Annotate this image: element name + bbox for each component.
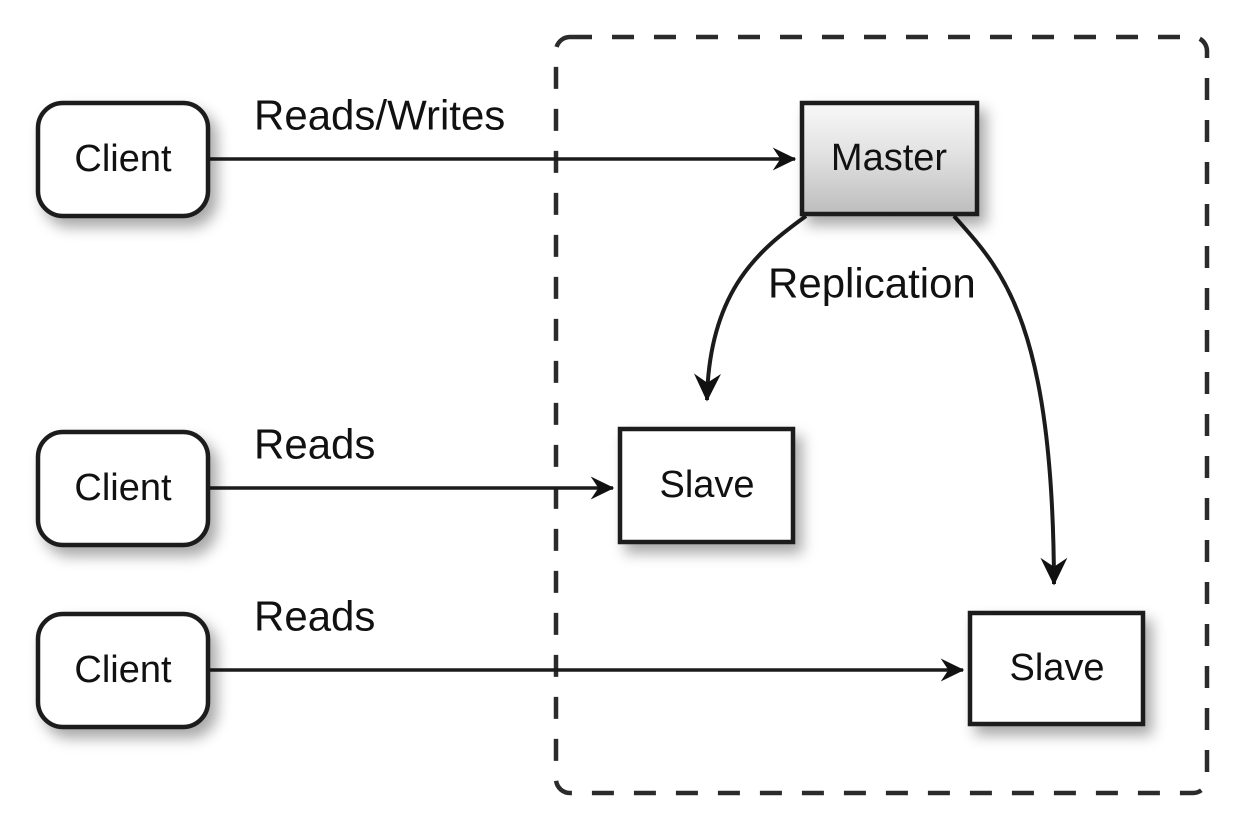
node-slave-lower[interactable]: Slave	[967, 610, 1146, 727]
node-client-middle[interactable]: Client	[35, 429, 211, 548]
node-client-bottom[interactable]: Client	[35, 611, 211, 730]
edge-master-to-slave-lower	[952, 214, 1068, 586]
node-slave-lower-shape	[967, 610, 1146, 727]
edge-master-to-slave-upper	[693, 214, 808, 402]
node-client-middle-label: Client	[74, 467, 172, 509]
edge-label-reads-writes: Reads/Writes	[254, 91, 505, 138]
node-client-top-label: Client	[74, 138, 172, 180]
node-client-bottom-shape	[35, 611, 211, 730]
node-slave-upper-shape	[617, 426, 796, 545]
edge-label-reads-bottom: Reads	[254, 592, 375, 639]
node-client-middle-shape	[35, 429, 211, 548]
node-client-top[interactable]: Client	[35, 100, 211, 219]
node-slave-lower-label: Slave	[1009, 647, 1104, 689]
edge-label-reads-middle: Reads	[254, 420, 375, 467]
node-client-bottom-label: Client	[74, 649, 172, 691]
edge-label-replication: Replication	[768, 259, 976, 306]
node-master-shape	[799, 100, 980, 217]
node-master-label: Master	[831, 137, 947, 179]
node-master[interactable]: Master	[799, 100, 980, 217]
node-slave-upper[interactable]: Slave	[617, 426, 796, 545]
node-slave-upper-label: Slave	[659, 464, 754, 506]
node-client-top-shape	[35, 100, 211, 219]
server-boundary-region	[553, 34, 1210, 796]
